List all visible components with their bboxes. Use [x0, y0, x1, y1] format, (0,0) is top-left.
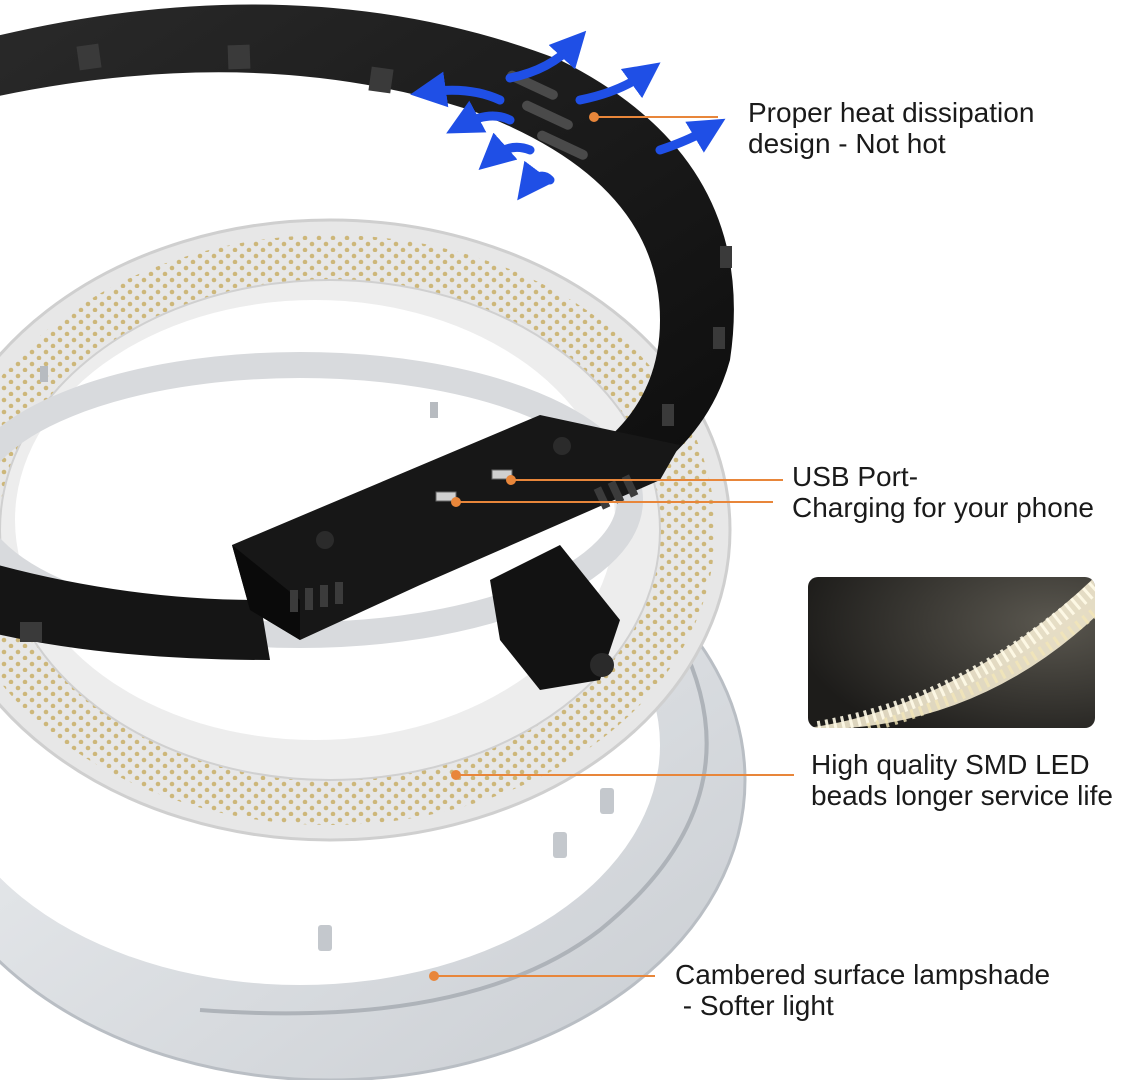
led-beads-label: High quality SMD LED beads longer servic… [811, 749, 1113, 811]
usb-port-icon [491, 469, 513, 480]
shade-label-line1: Cambered surface lampshade [675, 959, 1051, 990]
lampshade-label: Cambered surface lampshade - Softer ligh… [675, 959, 1050, 1021]
usb-label-line1: USB Port- [792, 461, 919, 492]
control-knob-icon [553, 437, 571, 455]
leader-lines [429, 112, 794, 981]
usb-label-line2: Charging for your phone [792, 492, 1094, 523]
led-label-line1: High quality SMD LED [811, 749, 1090, 780]
led-closeup-photo [808, 577, 1095, 728]
heat-label-line1: Proper heat dissipation [748, 97, 1035, 128]
control-knob-icon [316, 531, 334, 549]
led-label-line2: beads longer service life [811, 780, 1113, 811]
control-box [232, 415, 680, 690]
heat-label-line2: design - Not hot [748, 128, 946, 159]
usb-port-icon [435, 491, 457, 502]
ring-housing [0, 4, 734, 660]
airflow-arrows-icon [410, 30, 726, 201]
shade-label-line2: - Softer light [675, 990, 834, 1021]
usb-port-label: USB Port- Charging for your phone [792, 461, 1094, 523]
heat-dissipation-label: Proper heat dissipation design - Not hot [748, 97, 1034, 159]
